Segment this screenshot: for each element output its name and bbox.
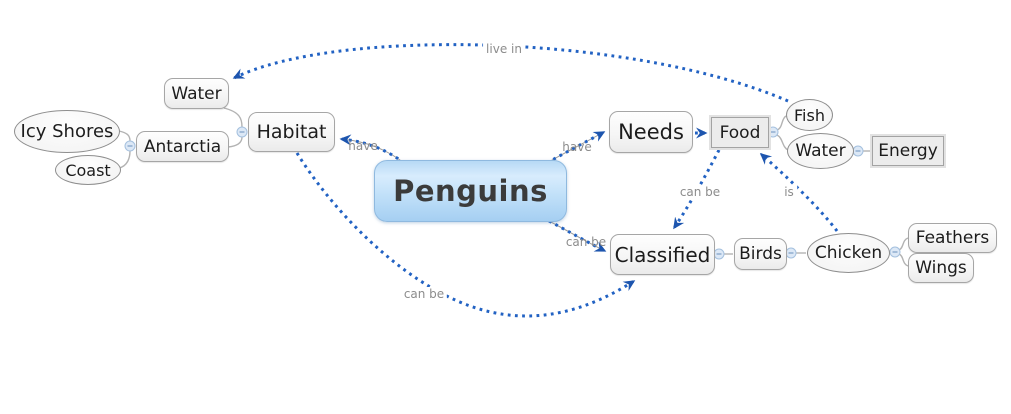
tree-link (898, 237, 909, 251)
edge-penguins-classified (548, 219, 607, 253)
node-feathers[interactable]: Feathers (908, 223, 997, 253)
edge-label-have-needs[interactable]: have (562, 140, 592, 154)
node-chicken[interactable]: Chicken (807, 233, 890, 273)
edge-penguins-needs (546, 130, 606, 165)
node-needs[interactable]: Needs (609, 111, 693, 153)
node-icy-shores[interactable]: Icy Shores (14, 110, 120, 153)
node-antarctia[interactable]: Antarctia (136, 131, 229, 162)
node-label: Fish (794, 105, 825, 125)
node-label: Penguins (393, 174, 548, 208)
edge-label-can-be-habitat[interactable]: can be (400, 287, 448, 301)
node-fish[interactable]: Fish (786, 99, 833, 131)
node-label: Feathers (915, 228, 990, 248)
node-label: Antarctia (143, 136, 222, 157)
collapse-button[interactable] (236, 126, 248, 138)
node-label: Water (171, 83, 222, 104)
node-label: Energy (878, 141, 938, 161)
collapse-button[interactable] (713, 248, 725, 260)
node-energy[interactable]: Energy (872, 136, 944, 166)
node-label: Icy Shores (20, 121, 114, 142)
edge-label-have-habitat[interactable]: have (348, 139, 378, 153)
node-coast[interactable]: Coast (55, 155, 121, 185)
edge-label-can-be-food[interactable]: can be (676, 185, 724, 199)
node-water-food[interactable]: Water (787, 133, 854, 169)
collapse-button[interactable] (852, 145, 864, 157)
node-label: Birds (739, 244, 782, 264)
tree-link (118, 150, 131, 169)
node-label: Chicken (814, 243, 883, 263)
tree-link (776, 115, 787, 131)
tree-link (776, 134, 789, 151)
node-food[interactable]: Food (711, 117, 769, 148)
tree-link (118, 130, 131, 142)
node-label: Water (795, 141, 846, 161)
edge-label-is-chicken[interactable]: is (781, 185, 797, 199)
node-habitat[interactable]: Habitat (248, 112, 335, 152)
node-label: Coast (65, 160, 111, 180)
node-label: Needs (618, 120, 684, 144)
node-birds[interactable]: Birds (734, 238, 787, 270)
node-label: Classified (614, 242, 711, 267)
tree-link (227, 136, 243, 148)
node-wings[interactable]: Wings (908, 253, 974, 283)
edge-label-live-in[interactable]: live in (483, 42, 525, 56)
collapse-button[interactable] (767, 126, 779, 138)
node-label: Wings (915, 258, 967, 278)
tree-links (118, 107, 909, 267)
node-water-habitat[interactable]: Water (164, 78, 229, 109)
tree-link (898, 253, 909, 267)
collapse-button[interactable] (124, 140, 136, 152)
node-penguins[interactable]: Penguins (374, 160, 567, 222)
collapse-button[interactable] (785, 247, 797, 259)
node-label: Habitat (256, 121, 327, 143)
collapse-buttons (124, 126, 901, 260)
node-label: Food (719, 122, 761, 143)
collapse-button[interactable] (889, 246, 901, 258)
node-classified[interactable]: Classified (610, 234, 715, 275)
tree-link (223, 107, 243, 128)
edge-label-can-be-classified[interactable]: can be (565, 235, 607, 249)
